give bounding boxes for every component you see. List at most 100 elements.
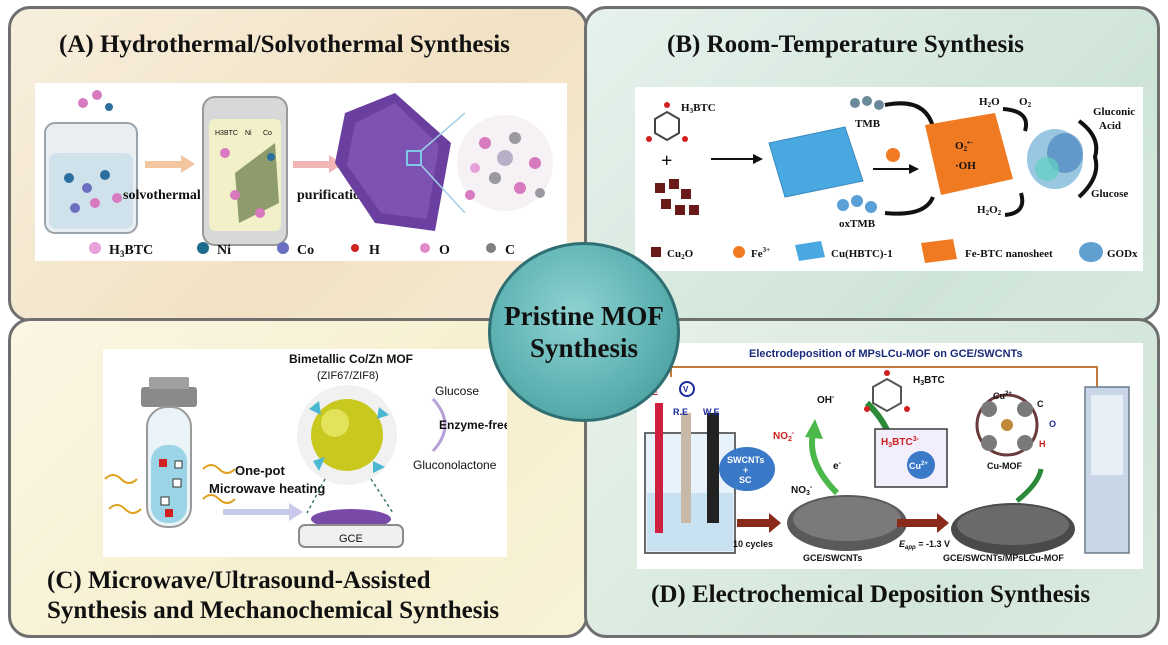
curved-arrow-icon bbox=[1004, 192, 1025, 217]
zif-label: (ZIF67/ZIF8) bbox=[317, 370, 379, 382]
panel-b-legend: Cu2O Fe3+ Cu(HBTC)-1 Fe-BTC nanosheet GO… bbox=[651, 239, 1138, 263]
curved-arrow-icon bbox=[1077, 119, 1099, 199]
swcnt-label-1: SWCNTs bbox=[727, 455, 764, 465]
arrowhead-icon bbox=[909, 164, 919, 174]
panel-d-illustration: Electrodeposition of MPsLCu-MOF on GCE/S… bbox=[637, 343, 1143, 569]
swcnt-drop-icon bbox=[719, 447, 775, 491]
dashed-line bbox=[370, 478, 394, 514]
microwave-wave-icon bbox=[202, 494, 236, 504]
o2-label: O2 bbox=[1019, 96, 1032, 109]
panel-c-title-line2: Synthesis and Mechanochemical Synthesis bbox=[47, 597, 500, 624]
oh-ion-label: OH- bbox=[817, 394, 835, 406]
circuit-wire bbox=[670, 366, 1098, 387]
panel-b-illustration: H3BTC + bbox=[635, 87, 1143, 271]
center-title-line2: Synthesis bbox=[529, 333, 639, 363]
tmb-molecule-icon bbox=[850, 96, 884, 110]
molecular-structure-icon bbox=[457, 115, 553, 211]
eapp-label: Eapp = -1.3 V bbox=[899, 539, 950, 551]
arrow-icon bbox=[897, 519, 937, 527]
zoom-line bbox=[420, 112, 466, 152]
cuhbtc-sheet-icon bbox=[768, 126, 864, 198]
step-purification-label: purification bbox=[297, 188, 368, 203]
atom-legend: H3BTC Ni Co H O C bbox=[89, 242, 515, 259]
bimetallic-mof-label: Bimetallic Co/Zn MOF bbox=[289, 352, 413, 366]
zoom-line bbox=[420, 164, 466, 214]
mof-particle-icon bbox=[297, 385, 397, 485]
no3-ion-label: NO3- bbox=[791, 484, 813, 497]
microwave-schematic: One-pot Microwave heating Bimetallic Co/… bbox=[104, 352, 511, 548]
reaction-tube-icon bbox=[141, 377, 197, 528]
panel-a-title: (A) Hydrothermal/Solvothermal Synthesis bbox=[59, 31, 510, 58]
jar-legend-ni: Ni bbox=[245, 130, 252, 137]
oxtmb-molecule-icon bbox=[837, 195, 877, 213]
electron-label: e- bbox=[833, 460, 842, 472]
gce-label: GCE bbox=[339, 533, 363, 545]
microwave-heating-label: Microwave heating bbox=[209, 481, 325, 496]
cycles-label: 10 cycles bbox=[733, 539, 773, 549]
legend-c: C bbox=[505, 243, 515, 258]
swcnt-label-2: + bbox=[743, 465, 748, 475]
cu2o-cubes-icon bbox=[655, 179, 699, 215]
radical-oh-label: ·OH bbox=[955, 160, 976, 172]
beaker-icon bbox=[44, 90, 138, 234]
reaction-arrow-icon bbox=[431, 397, 447, 453]
green-arrow-icon bbox=[1015, 468, 1044, 503]
instrument-screen bbox=[1091, 395, 1123, 475]
electrodeposition-schematic: Electrodeposition of MPsLCu-MOF on GCE/S… bbox=[643, 348, 1130, 563]
arrowhead-icon bbox=[289, 503, 303, 521]
legend-ni: Ni bbox=[217, 243, 231, 258]
oxtmb-label: oxTMB bbox=[839, 218, 876, 230]
legend-co: Co bbox=[297, 243, 314, 258]
legend-fe: Fe3+ bbox=[751, 246, 770, 260]
gce-swcnt-mof-label: GCE/SWCNTs/MPsLCu-MOF bbox=[943, 553, 1064, 563]
cu-mof-structure-icon bbox=[975, 393, 1039, 457]
curved-arrow-icon bbox=[884, 196, 935, 216]
microwave-wave-icon bbox=[104, 474, 138, 484]
legend-h: H bbox=[369, 243, 380, 258]
arrowhead-icon bbox=[753, 154, 763, 164]
h3btc-molecule-icon bbox=[864, 370, 910, 413]
curved-arrow-icon bbox=[884, 101, 935, 128]
h3btc-molecule-icon bbox=[646, 102, 688, 142]
fe-ion-icon bbox=[886, 148, 900, 162]
dashed-line bbox=[306, 478, 326, 514]
legend-cuhbtc: Cu(HBTC)-1 bbox=[831, 248, 893, 260]
legend-febtc: Fe-BTC nanosheet bbox=[965, 248, 1053, 260]
cu-mof-label: Cu-MOF bbox=[987, 461, 1022, 471]
mof-crystal-icon bbox=[335, 93, 451, 231]
arrow-icon bbox=[223, 509, 289, 515]
panel-c: One-pot Microwave heating Bimetallic Co/… bbox=[8, 318, 588, 638]
center-circle: Pristine MOF Synthesis bbox=[488, 242, 680, 422]
glucose-label: Glucose bbox=[435, 384, 479, 398]
voltmeter-label: V bbox=[683, 385, 689, 394]
plus-sign: + bbox=[661, 150, 672, 172]
h3btc-ion-label: H3BTC3- bbox=[881, 436, 920, 449]
arrowhead-icon bbox=[937, 513, 949, 533]
febtc-sheet-icon bbox=[925, 113, 1013, 195]
acid-label: Acid bbox=[1099, 120, 1121, 132]
autoclave-icon bbox=[202, 96, 288, 246]
legend-cu2o: Cu2O bbox=[667, 248, 694, 261]
h3btc-label: H3BTC bbox=[913, 375, 945, 387]
panel-d: Electrodeposition of MPsLCu-MOF on GCE/S… bbox=[584, 318, 1160, 638]
glucose-label: Glucose bbox=[1091, 188, 1128, 200]
tmb-label: TMB bbox=[855, 118, 881, 130]
panel-c-illustration: One-pot Microwave heating Bimetallic Co/… bbox=[103, 349, 511, 557]
arrowhead-icon bbox=[769, 513, 781, 533]
legend-h3btc: H3BTC bbox=[109, 243, 153, 259]
godx-enzyme-icon bbox=[1027, 129, 1083, 189]
jar-legend-co: Co bbox=[263, 130, 272, 137]
green-arrow-icon bbox=[809, 432, 840, 496]
legend-godx: GODx bbox=[1107, 248, 1138, 260]
jar-legend-h3btc: H3BTC bbox=[215, 130, 238, 137]
electrodeposition-header: Electrodeposition of MPsLCu-MOF on GCE/S… bbox=[749, 348, 1023, 360]
arrow-solvothermal-icon bbox=[145, 155, 195, 173]
h2o-label: H2O bbox=[979, 96, 1000, 109]
gluconolactone-label: Gluconolactone bbox=[413, 458, 497, 472]
cu-ion-label: Cu2+ bbox=[909, 461, 928, 471]
gce-swcnt-label: GCE/SWCNTs bbox=[803, 553, 862, 563]
no2-ion-label: NO2- bbox=[773, 430, 795, 443]
swcnt-label-3: SC bbox=[739, 475, 752, 485]
gluconic-label: Gluconic bbox=[1093, 106, 1135, 118]
